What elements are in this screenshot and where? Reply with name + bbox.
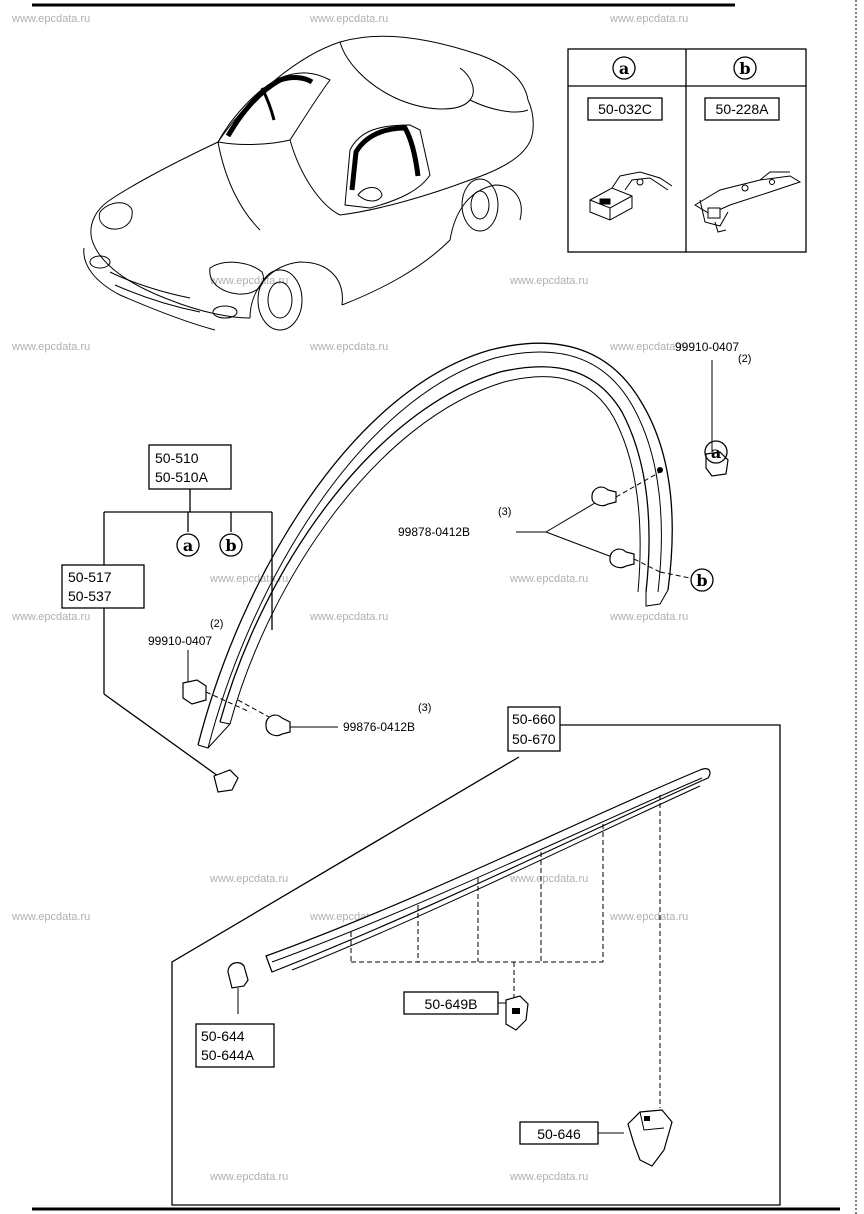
watermark: www.epcdata.ru — [609, 13, 688, 25]
end-cap-part — [213, 769, 239, 793]
watermark: www.epcdata.ru — [609, 911, 688, 923]
clip-b-drawing — [694, 171, 802, 233]
callout-50-660-line1: 50-660 — [512, 711, 556, 727]
right-clip-qty: (2) — [738, 353, 751, 365]
left-clip-fastener: (2) 99910-0407 — [148, 618, 251, 713]
watermark: www.epcdata.ru — [209, 573, 288, 585]
right-screw-qty: (3) — [498, 506, 511, 518]
left-screw-fastener: (3) 99876-0412B — [237, 699, 431, 737]
watermark: www.epcdata.ru — [11, 341, 90, 353]
callout-50-660-line2: 50-670 — [512, 731, 556, 747]
left-clip-qty: (2) — [210, 618, 223, 630]
watermark: www.epcdata.ru — [209, 1171, 288, 1183]
left-clip-pn: 99910-0407 — [148, 634, 212, 648]
callout-50-510: 50-510 50-510A — [148, 444, 232, 490]
callout-50-510-line2: 50-510A — [155, 469, 209, 485]
right-screw-pn: 99878-0412B — [398, 525, 470, 539]
belt-molding — [265, 768, 711, 973]
car-illustration — [83, 35, 534, 331]
right-clip-pn: 99910-0407 — [675, 340, 739, 354]
legend-a-part-number: 50-032C — [598, 101, 652, 117]
clip-50-646: 50-646 — [519, 1109, 673, 1167]
door-frame-molding — [197, 342, 673, 749]
watermark: www.epcdata.ru — [609, 341, 688, 353]
callout-50-649b: 50-649B — [425, 996, 478, 1012]
callout-50-510-line1: 50-510 — [155, 450, 199, 466]
legend-a-marker — [612, 56, 636, 80]
watermark: www.epcdata.ru — [509, 873, 588, 885]
callout-50-660: 50-660 50-670 — [507, 706, 561, 752]
watermark: www.epcdata.ru — [509, 573, 588, 585]
legend-b-marker — [733, 56, 757, 80]
callout-50-646: 50-646 — [537, 1126, 581, 1142]
watermark: www.epcdata.ru — [209, 873, 288, 885]
marker-b-left-label: b — [225, 536, 236, 555]
marker-b-right-label: b — [696, 571, 707, 590]
left-screw-pn: 99876-0412B — [343, 720, 415, 734]
right-clip-fastener: (2) 99910-0407 a — [675, 340, 751, 477]
watermark: www.epcdata.ru — [309, 341, 388, 353]
marker-a-right — [704, 440, 728, 464]
callout-50-517: 50-517 50-537 — [61, 564, 145, 609]
watermark: www.epcdata.ru — [309, 13, 388, 25]
watermark: www.epcdata.ru — [509, 275, 588, 287]
marker-a-left — [176, 533, 200, 557]
watermarks: www.epcdata.ru www.epcdata.ru www.epcdat… — [11, 13, 688, 1183]
watermark: www.epcdata.ru — [11, 911, 90, 923]
legend-frame — [567, 48, 807, 253]
end-cap-50-644: 50-644 50-644A — [195, 962, 275, 1068]
legend-a-symbol: a — [619, 59, 629, 78]
marker-a-right-label: a — [711, 443, 721, 462]
car-molding-highlight — [225, 75, 421, 191]
callout-50-517-line1: 50-517 — [68, 569, 112, 585]
watermark: www.epcdata.ru — [209, 275, 288, 287]
left-screw-qty: (3) — [418, 702, 431, 714]
watermark: www.epcdata.ru — [309, 611, 388, 623]
clip-legend-table: a b 50-032C 50-228A — [567, 48, 807, 253]
watermark: www.epcdata.ru — [11, 611, 90, 623]
lower-group-frame — [171, 724, 781, 1206]
clip-a-drawing — [589, 171, 673, 221]
watermark: www.epcdata.ru — [11, 13, 90, 25]
marker-a-left-label: a — [183, 536, 193, 555]
marker-b-right — [690, 568, 714, 592]
callout-50-644-line2: 50-644A — [201, 1047, 255, 1063]
legend-b-symbol: b — [739, 59, 750, 78]
marker-b-left — [219, 533, 243, 557]
watermark: www.epcdata.ru — [609, 611, 688, 623]
right-screw-fasteners: (3) 99878-0412B b — [398, 467, 714, 592]
legend-b-part-number: 50-228A — [716, 101, 770, 117]
callout-leaders-left — [103, 489, 273, 777]
clip-dashed-lines — [350, 795, 661, 1108]
watermark: www.epcdata.ru — [509, 1171, 588, 1183]
callout-50-517-line2: 50-537 — [68, 588, 112, 604]
clip-50-649b: 50-649B — [403, 991, 529, 1031]
callout-50-644-line1: 50-644 — [201, 1028, 245, 1044]
